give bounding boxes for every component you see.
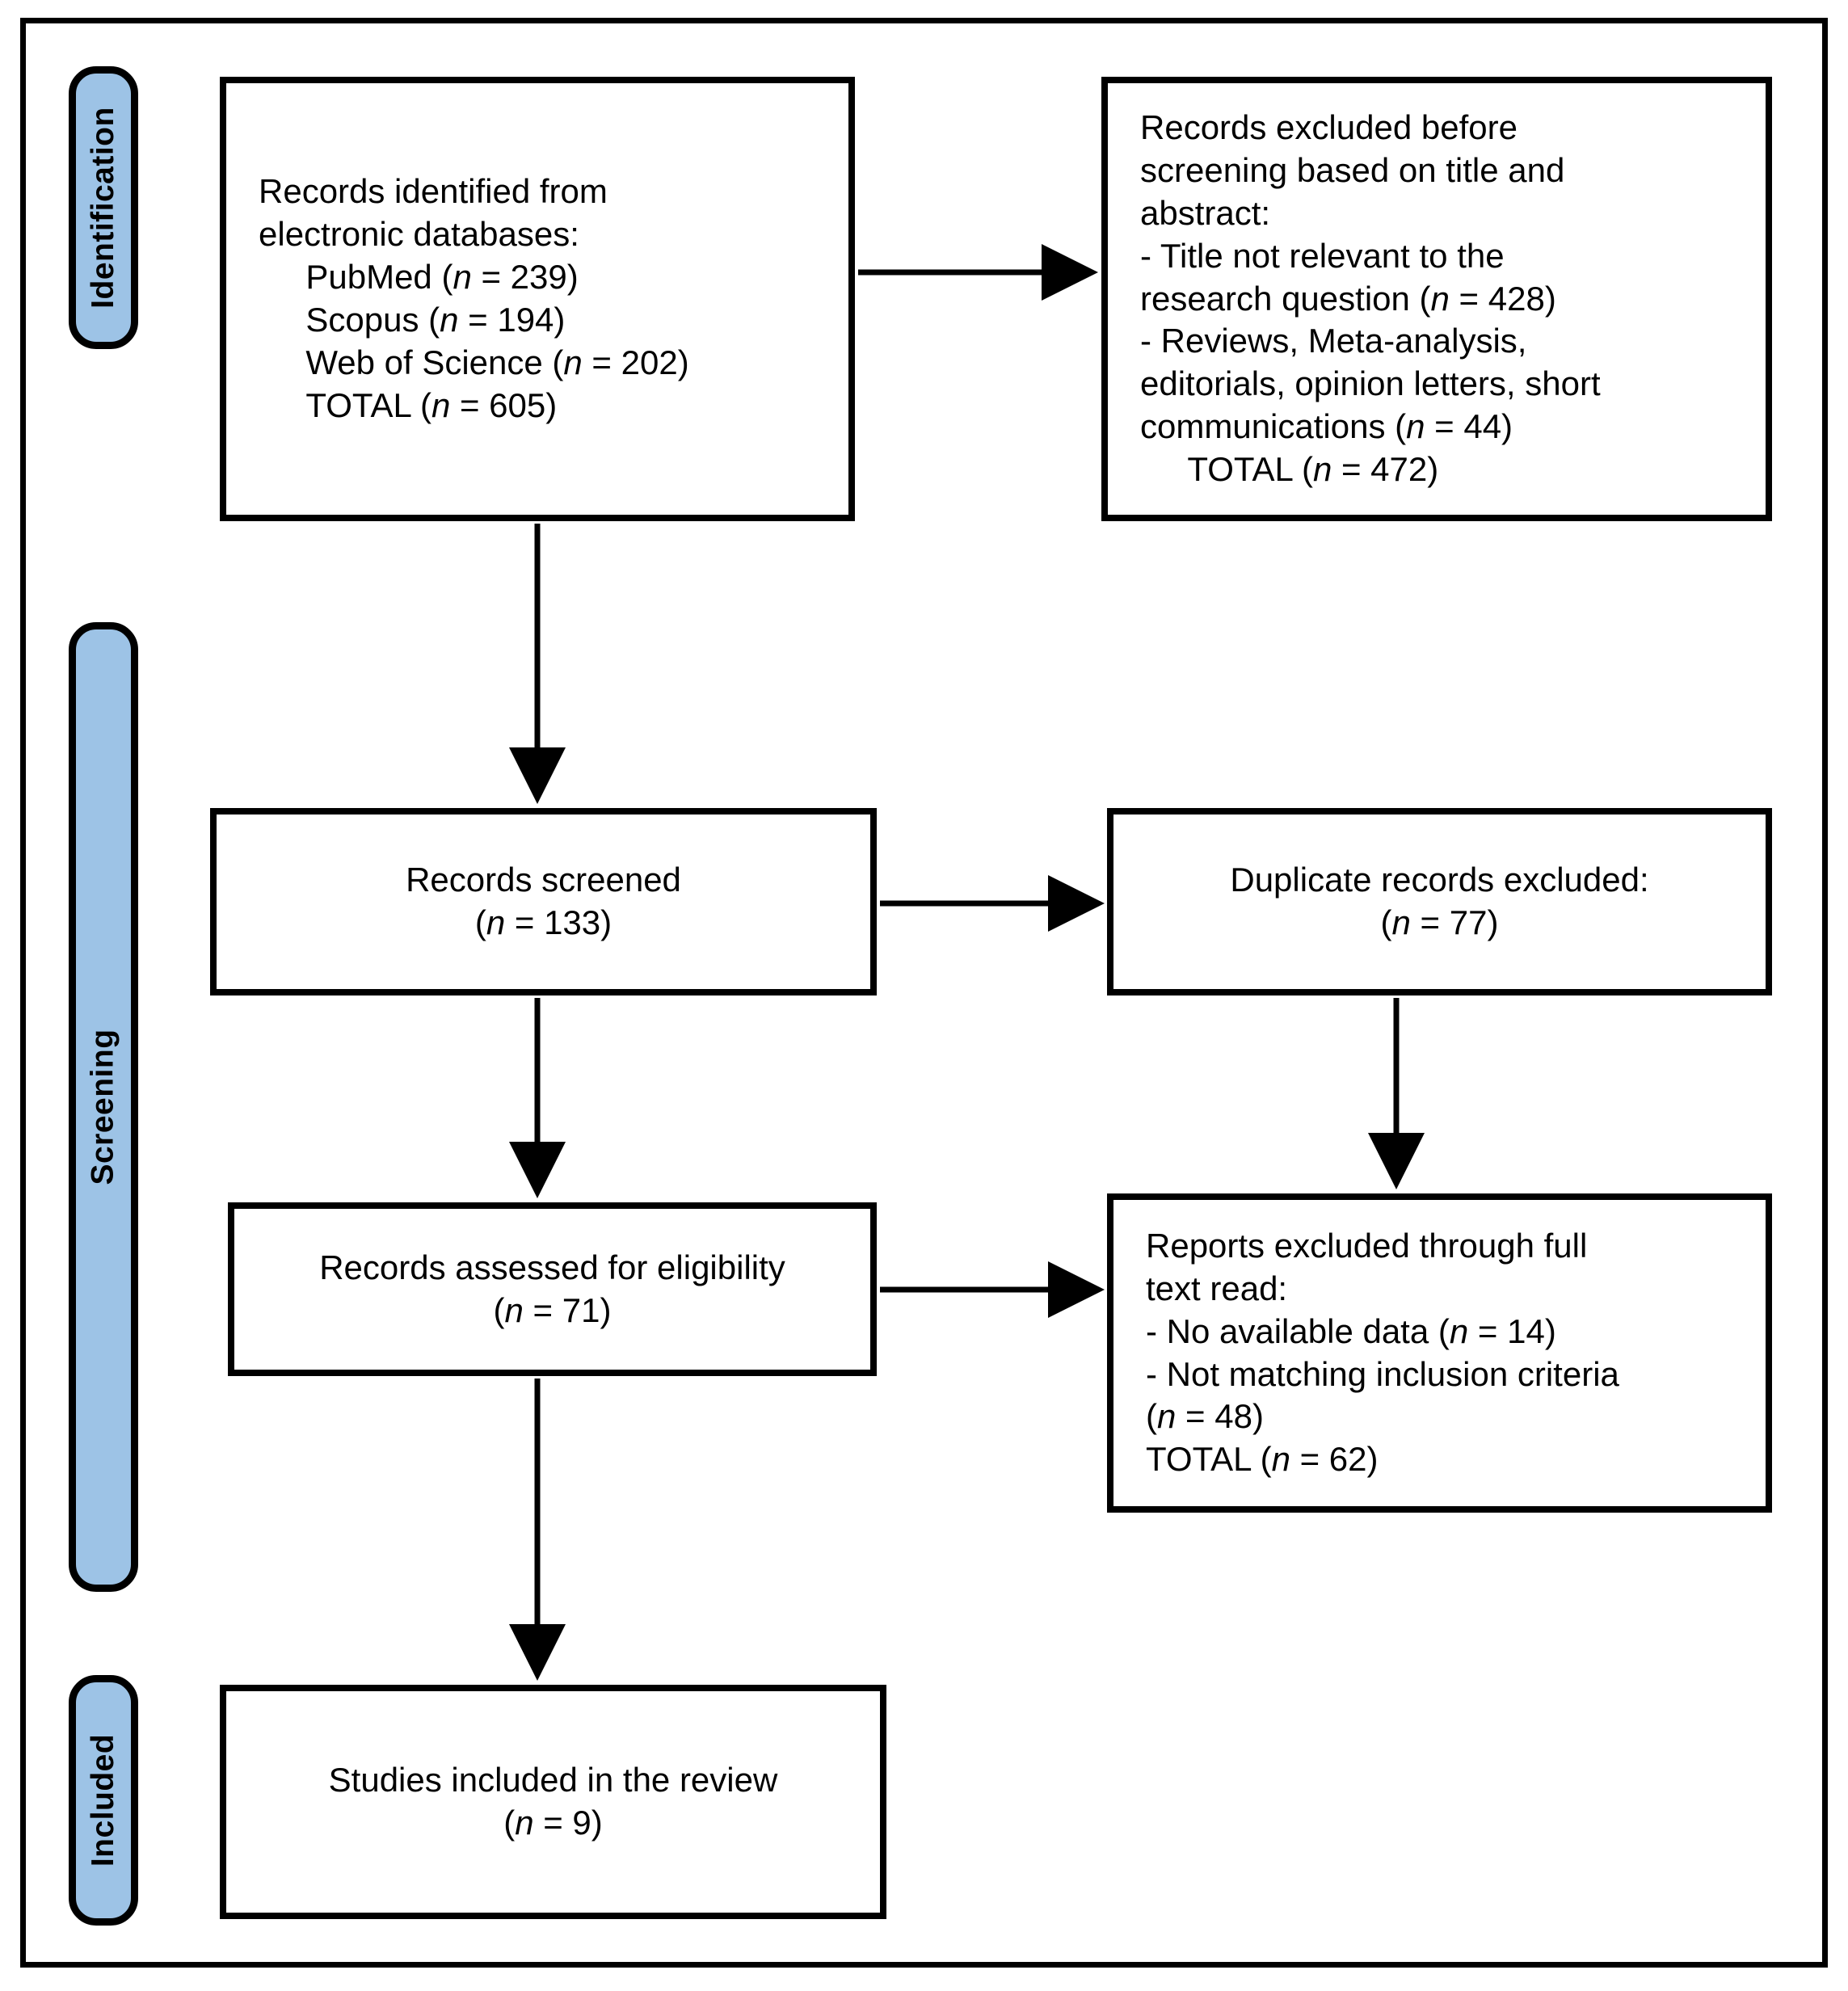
box-studies-included-in-review: Studies included in the review (n = 9) (220, 1685, 886, 1919)
stage-pill-identification: Identification (69, 66, 138, 349)
box-records-excluded-before-screening: Records excluded before screening based … (1101, 77, 1772, 521)
box-records-excluded-before-screening-text: Records excluded before screening based … (1140, 107, 1601, 489)
box-reports-excluded-full-text-text: Reports excluded through full text read:… (1146, 1226, 1619, 1479)
box-records-assessed-for-eligibility: Records assessed for eligibility (n = 71… (228, 1202, 877, 1376)
box-studies-included-in-review-text: Studies included in the review (n = 9) (328, 1761, 778, 1842)
box-records-assessed-for-eligibility-text: Records assessed for eligibility (n = 71… (319, 1248, 785, 1329)
box-records-identified-text: Records identified from electronic datab… (259, 172, 689, 424)
stage-pill-included: Included (69, 1675, 138, 1926)
stage-label-included: Included (86, 1733, 120, 1867)
box-reports-excluded-full-text: Reports excluded through full text read:… (1107, 1193, 1772, 1513)
box-records-identified: Records identified from electronic datab… (220, 77, 855, 521)
box-records-screened-text: Records screened (n = 133) (406, 861, 681, 941)
box-duplicate-records-excluded-text: Duplicate records excluded: (n = 77) (1230, 861, 1649, 941)
stage-label-screening: Screening (86, 1029, 121, 1185)
stage-label-identification: Identification (86, 107, 121, 309)
stage-pill-screening: Screening (69, 622, 138, 1592)
box-duplicate-records-excluded: Duplicate records excluded: (n = 77) (1107, 808, 1772, 996)
box-records-screened: Records screened (n = 133) (210, 808, 877, 996)
